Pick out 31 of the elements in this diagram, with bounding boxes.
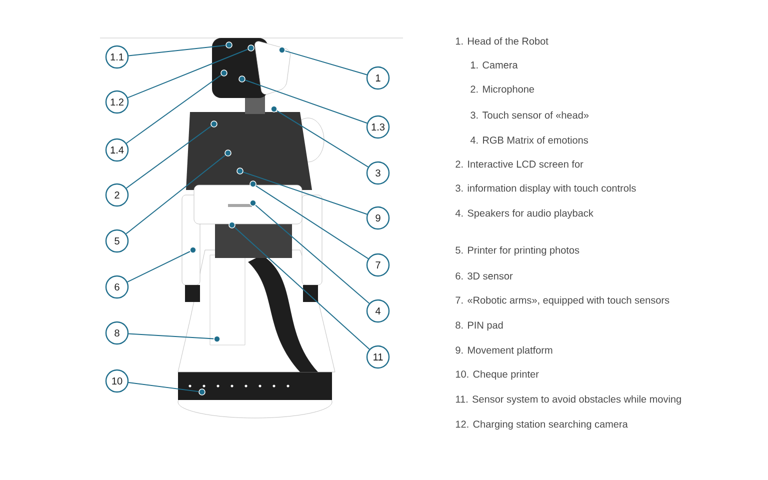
leader-line <box>128 382 200 392</box>
list-item: 7. «Robotic arms», equipped with touch sensors <box>456 296 670 306</box>
list-item: 10. Cheque printer <box>456 370 539 380</box>
leader-line <box>128 44 226 56</box>
list-item: 6. 3D sensor <box>456 272 513 280</box>
leader-line <box>128 333 214 340</box>
list-item: 1. Camera <box>470 61 518 69</box>
list-item: 2. Microphone <box>470 85 534 95</box>
leader-line <box>284 50 368 76</box>
leader-line <box>234 226 370 350</box>
list-item: 1. Head of the Robot <box>456 37 548 45</box>
leader-line <box>242 172 368 215</box>
list-item: 9. Movement platform <box>456 346 552 356</box>
leader-line <box>126 126 212 189</box>
list-item: 3. information display with touch controls <box>456 184 636 194</box>
leader-line <box>255 204 370 304</box>
leader-line <box>127 48 248 98</box>
list-item: 11. Sensor system to avoid obstacles while moving <box>456 395 681 405</box>
list-item: 4. Speakers for audio playback <box>455 209 594 219</box>
leader-line <box>126 74 222 144</box>
list-item: 12. Charging station searching camera <box>456 420 628 430</box>
list-item: 8. PIN pad <box>456 321 503 331</box>
leader-line <box>126 251 190 282</box>
leader-line <box>276 110 369 168</box>
leader-line <box>126 154 226 234</box>
list-item: 2. Interactive LCD screen for <box>456 160 584 168</box>
list-item: 4. RGB Matrix of emotions <box>470 136 588 144</box>
list-item: 3. Touch sensor of «head» <box>470 111 589 119</box>
list-item: 5. Printer for printing photos <box>456 246 580 256</box>
leader-line <box>244 80 368 124</box>
leader-line <box>255 185 369 260</box>
